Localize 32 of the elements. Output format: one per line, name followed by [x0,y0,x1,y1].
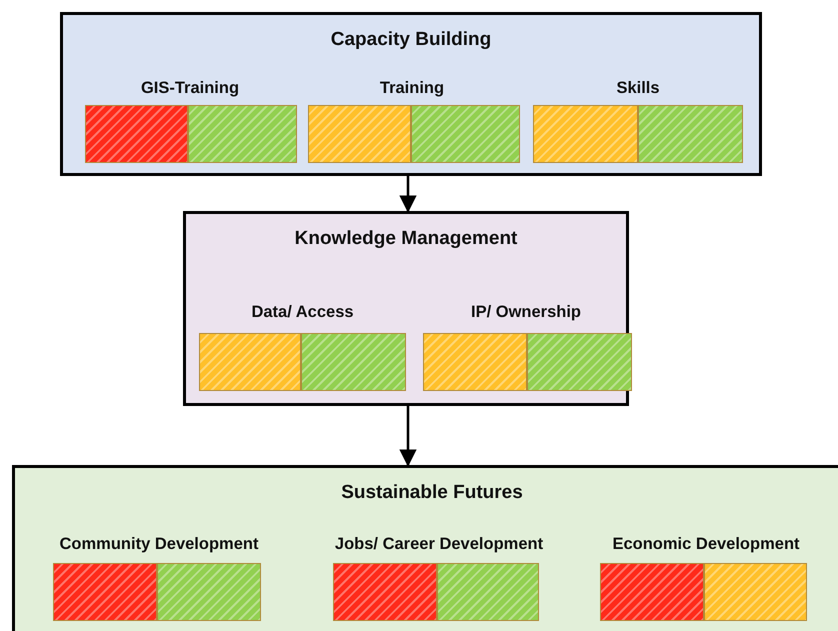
status-bar-segment [53,563,157,621]
status-bar-segment [527,333,632,391]
status-bar-segment [308,105,411,163]
indicator-label: Jobs/ Career Development [334,535,544,554]
group-title: Knowledge Management [294,228,518,250]
status-bar-segment [638,105,743,163]
status-bar-segment [704,563,807,621]
group-title: Sustainable Futures [341,482,523,504]
indicator-label: Community Development [60,535,258,554]
status-bar-segment [188,105,297,163]
status-bar-segment [85,105,188,163]
status-bar-segment [600,563,704,621]
status-bar-segment [423,333,527,391]
indicator-label: Economic Development [612,535,800,554]
indicator-label: IP/ Ownership [470,303,582,322]
indicator-label: Training [380,79,444,98]
status-bar-segment [333,563,437,621]
status-bar-segment [411,105,520,163]
status-bar-segment [157,563,261,621]
indicator-label: GIS-Training [140,79,240,98]
status-bar-segment [437,563,539,621]
status-bar-segment [301,333,406,391]
group-panel [12,465,838,631]
indicator-label: Data/ Access [251,303,354,322]
arrow [399,176,417,213]
group-title: Capacity Building [330,29,492,51]
indicator-label: Skills [616,79,660,98]
status-bar-segment [533,105,638,163]
group-panel [60,12,762,176]
status-bar-segment [199,333,301,391]
group-panel [183,211,629,406]
arrow [399,406,417,467]
